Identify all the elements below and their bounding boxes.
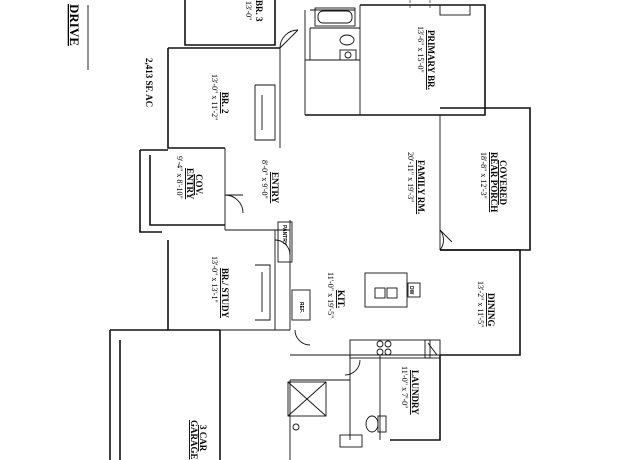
kitchen-fixtures: DW REF. <box>291 272 441 359</box>
kitchen-name: KIT. <box>336 290 346 308</box>
tub-icon <box>314 7 356 27</box>
shower-icon <box>287 381 327 417</box>
porch-name-2: REAR PORCH <box>489 152 499 212</box>
dishwasher-label: DW <box>408 286 414 295</box>
br3-name: BR. 3 <box>254 0 264 22</box>
exterior-walls <box>109 0 531 460</box>
garage-name: 3 CAR <box>198 425 208 452</box>
room-labels: BR. 3 x 13'-0" PRIMARY BR. 13'-6" x 15'-… <box>175 0 508 460</box>
family-name: FAMILY RM. <box>416 160 426 214</box>
drain-icon <box>292 423 300 431</box>
counter <box>349 339 431 359</box>
kitchen-island <box>364 272 408 308</box>
dining-name: DINING <box>486 293 496 327</box>
street-name: DRIVE <box>67 4 82 46</box>
pantry: PANTRY <box>277 221 293 263</box>
kitchen-dims: 11'-0" x 19'-5" <box>326 272 335 318</box>
toilet-icon <box>365 415 379 433</box>
garage-name-2: GARAGE <box>189 420 199 460</box>
primary-br-dims: 13'-6" x 15'-0" <box>416 26 425 73</box>
porch-dims: 18'-8" x 12'-3" <box>479 152 488 199</box>
primary-br-name: PRIMARY BR. <box>426 30 436 90</box>
cov-entry-dims: 9'-4" x 8'-10" <box>175 156 184 199</box>
door-swings <box>224 29 453 376</box>
laundry-dims: 11'-0" x 7'-0" <box>400 366 409 408</box>
refrigerator-label: REF. <box>298 302 304 313</box>
porch-name: COVERED <box>498 160 508 206</box>
vanity-icon <box>439 4 471 16</box>
dining-dims: 13'-2" x 11'-5" <box>476 281 485 327</box>
entry-dims: 8'-0" x 9'-0" <box>260 160 269 199</box>
study-name: BR./ STUDY <box>220 268 230 319</box>
square-footage: 2,413 SF. AC <box>144 58 154 107</box>
burner-icon <box>376 340 384 348</box>
cov-entry-name: COV. <box>194 174 204 195</box>
br3-dims: x 13'-0" <box>244 0 253 20</box>
br2-name: BR. 2 <box>220 92 230 114</box>
primary-bath <box>314 0 471 61</box>
cov-entry-name-2: ENTRY <box>185 168 195 200</box>
toilet-icon <box>339 34 355 46</box>
street-label: DRIVE <box>67 4 82 46</box>
study-dims: 13'-0" x 13'-1" <box>210 256 219 303</box>
hall-bath <box>287 381 387 448</box>
br2-dims: 13'-0" x 11'-2" <box>210 74 219 120</box>
family-dims: 20'-11" x 19'-3" <box>406 152 415 202</box>
sink-icon <box>374 287 386 299</box>
pantry-label: PANTRY <box>281 225 287 246</box>
sink-icon <box>339 49 357 61</box>
entry-name: ENTRY <box>270 172 280 204</box>
laundry-name: LAUNDRY <box>410 370 420 415</box>
refrigerator <box>291 289 311 321</box>
